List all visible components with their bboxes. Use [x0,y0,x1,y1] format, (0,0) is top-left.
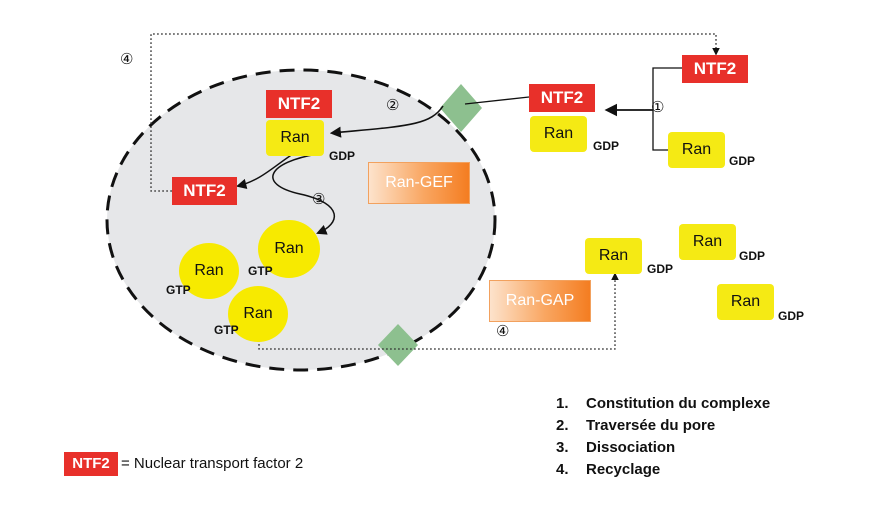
ran-free-box: Ran [668,132,725,168]
ran-gap-box: Ran-GAP [489,280,591,322]
gtp-label-2: GTP [166,283,191,297]
ran-complex-box: Ran [530,116,587,152]
ran-nuclear-box: Ran [266,120,324,156]
step-item: 1. Constitution du complexe [556,393,770,415]
step-marker-3: ③ [312,191,326,208]
gdp-nuclear-label: GDP [329,149,356,163]
gtp-label-1: GTP [248,264,273,278]
step-item: 3. Dissociation [556,437,770,459]
step-label: Recyclage [586,461,661,478]
gdp-complex-label: GDP [593,139,620,153]
pore-translocation-line [464,96,530,105]
step-number: 4. [556,461,569,478]
ran-gef-box: Ran-GEF [368,162,470,204]
gtp-label-3: GTP [214,323,239,337]
step-marker-4-top: ④ [120,51,134,68]
ran-gtp-circle-1: Ran [258,220,320,278]
ntf2-nuclear-label: NTF2 [266,90,332,118]
ran-gdp-pool-1: Ran [585,238,642,274]
step-item: 2. Traversée du pore [556,415,770,437]
ntf2-complex-label: NTF2 [529,84,595,112]
step-marker-4-bottom: ④ [496,323,510,340]
ran-gtp-circle-3: Ran [228,286,288,342]
step-marker-2: ② [386,97,400,114]
step-number: 1. [556,395,569,412]
nuclear-pore-bottom [378,324,418,366]
gdp-pool-3-label: GDP [778,309,805,323]
gdp-pool-1-label: GDP [647,262,674,276]
ran-gdp-pool-3: Ran [717,284,774,320]
step-label: Constitution du complexe [586,395,771,412]
step-label: Dissociation [586,439,676,456]
gdp-free-label: GDP [729,154,756,168]
legend-text: = Nuclear transport factor 2 [121,455,304,472]
ntf2-cytoplasm-label: NTF2 [682,55,748,83]
step-number: 3. [556,439,569,456]
step-item: 4. Recyclage [556,459,770,481]
ran-gdp-pool-2: Ran [679,224,736,260]
ran-gtp-circle-2: Ran [179,243,239,299]
nuclear-pore-top [440,84,482,132]
ntf2-recycling-path [150,33,720,192]
gdp-pool-2-label: GDP [739,249,766,263]
legend-ntf2-key: NTF2 [64,452,118,476]
step-list: 1. Constitution du complexe 2. Traversée d… [556,393,770,481]
pore-translocation-arrow [329,105,444,138]
complex-formation-bracket [652,67,682,151]
dissociation-arrow-ran [272,153,335,235]
ntf2-released-label: NTF2 [172,177,237,205]
step-label: Traversée du pore [586,417,716,434]
step-number: 2. [556,417,569,434]
step-marker-1: ① [651,99,665,116]
